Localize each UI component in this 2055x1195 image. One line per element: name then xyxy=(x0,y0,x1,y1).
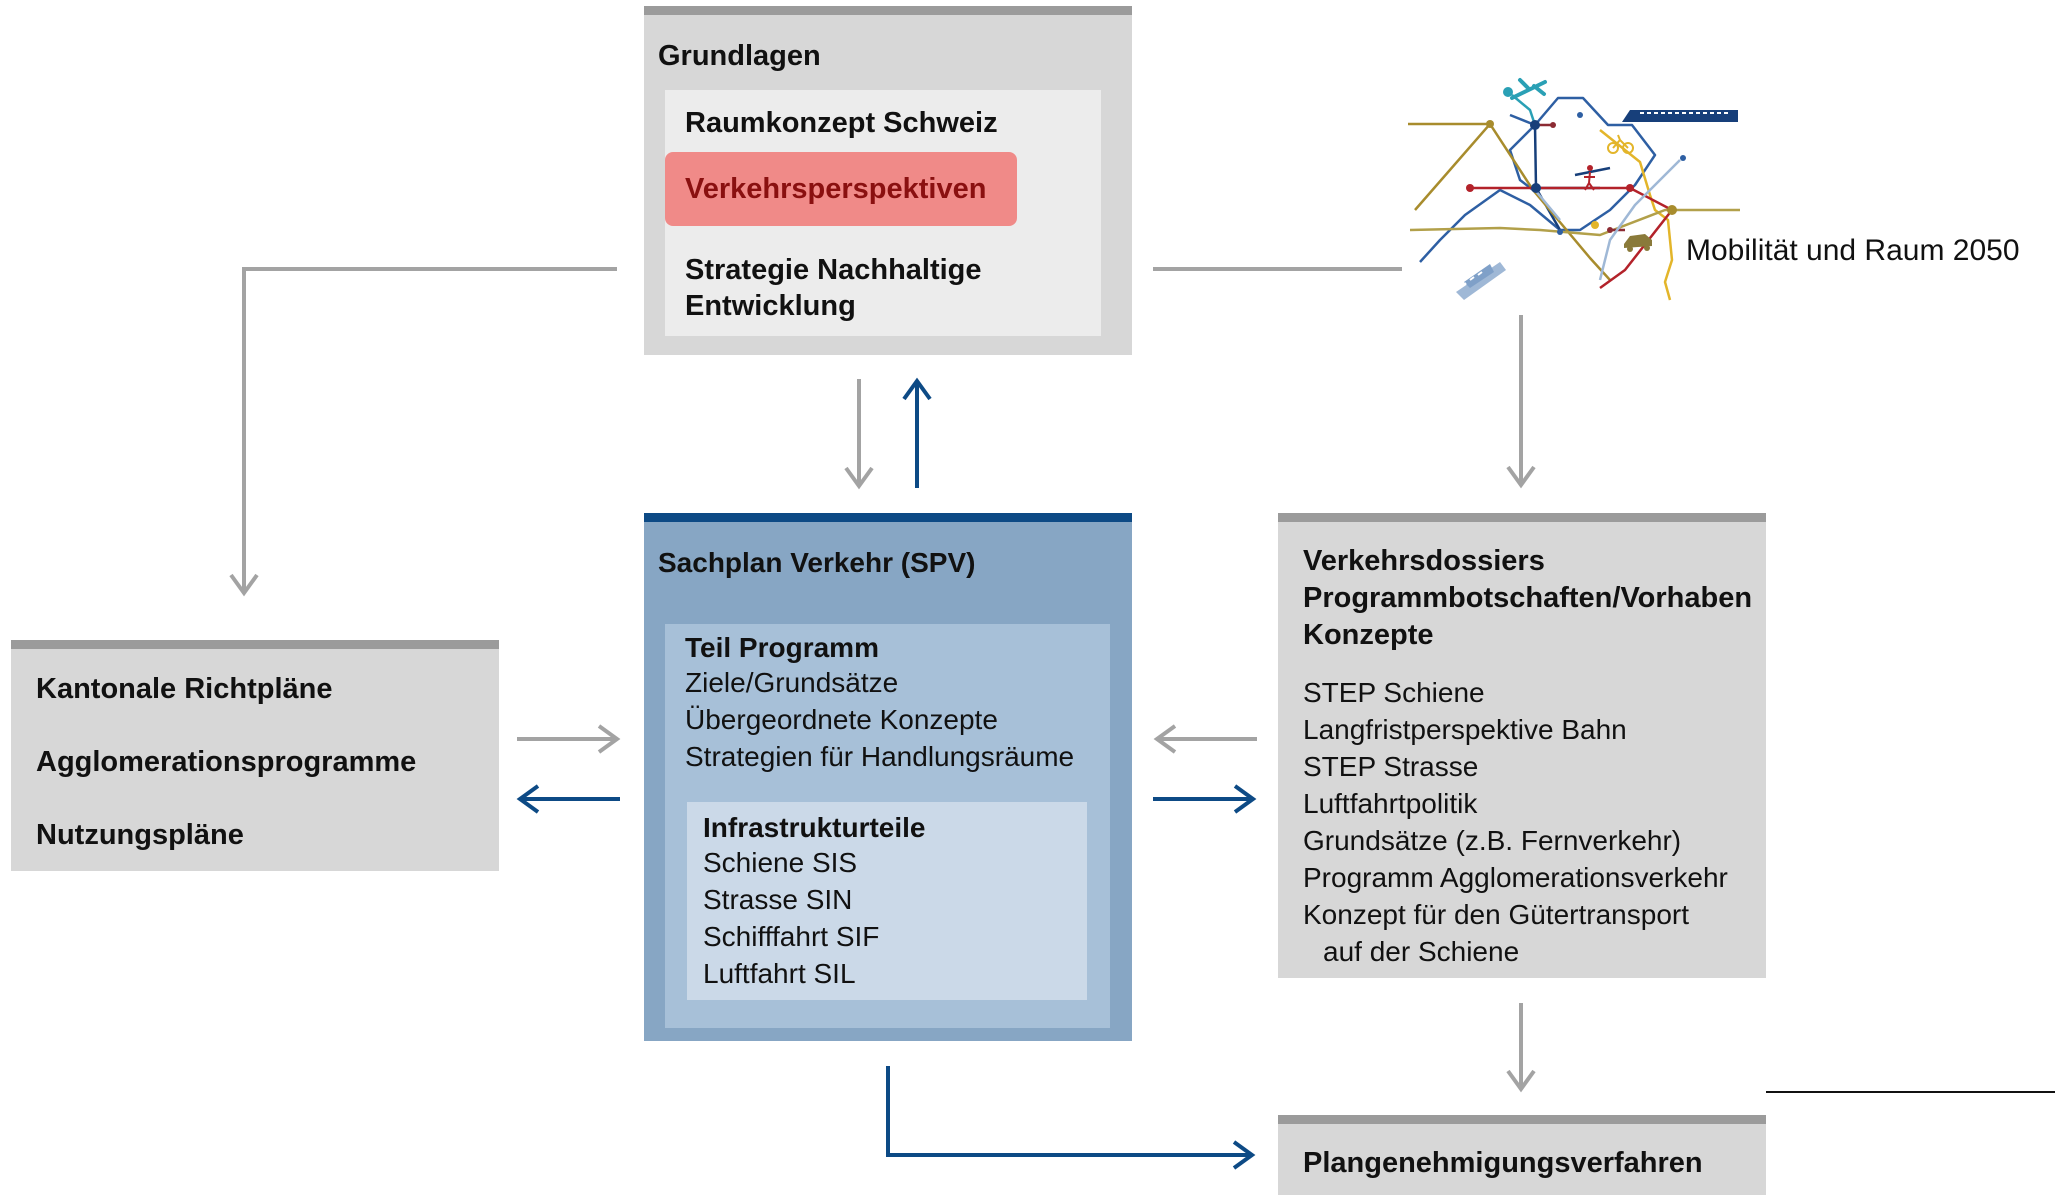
network-line-lightblue xyxy=(1534,159,1681,281)
arrowhead-grundlagen-up xyxy=(902,377,932,401)
mobility-caption: Mobilität und Raum 2050 xyxy=(1686,234,2020,267)
grundlagen-box: Grundlagen Raumkonzept Schweiz Verkehrsp… xyxy=(644,6,1132,355)
infrastrukturteile-list: Schiene SIS Strasse SIN Schifffahrt SIF … xyxy=(703,844,879,992)
dossiers-title: Verkehrsdossiers Programmbotschaften/Vor… xyxy=(1303,543,1752,654)
plangenehmigung-title: Plangenehmigungsverfahren xyxy=(1303,1147,1703,1179)
network-node xyxy=(1486,120,1494,128)
arrowhead-spv-left xyxy=(1153,724,1177,754)
network-node xyxy=(1531,183,1541,193)
dossiers-box: Verkehrsdossiers Programmbotschaften/Vor… xyxy=(1278,513,1766,978)
grundlagen-title: Grundlagen xyxy=(658,40,821,72)
dossiers-title-line: Verkehrsdossiers xyxy=(1303,545,1545,577)
grundlagen-item-raumkonzept: Raumkonzept Schweiz xyxy=(685,107,998,139)
network-line-blue xyxy=(1419,96,1657,263)
network-line-gold xyxy=(1599,129,1674,301)
dossiers-list: STEP Schiene Langfristperspektive Bahn S… xyxy=(1303,674,1728,970)
teil-programm-panel: Teil Programm Ziele/Grundsätze Übergeord… xyxy=(665,624,1110,1028)
dossiers-item: auf der Schiene xyxy=(1323,936,1520,967)
arrowhead-dossiers-right xyxy=(1233,784,1257,814)
kantonal-box: Kantonale Richtpläne Agglomerationsprogr… xyxy=(11,640,499,871)
arrowhead-spv-down xyxy=(844,466,874,490)
dossiers-item: STEP Schiene xyxy=(1303,677,1485,708)
plane-icon xyxy=(1510,78,1547,100)
grundlagen-item-strategie: Strategie Nachhaltige xyxy=(685,254,982,286)
infrastrukturteile-item: Luftfahrt SIL xyxy=(703,958,856,989)
arrowhead-dossiers xyxy=(1506,465,1536,489)
arrowhead-kantonal-left xyxy=(516,784,540,814)
plangenehmigung-box: Plangenehmigungsverfahren xyxy=(1278,1115,1766,1195)
sachplan-box: Sachplan Verkehr (SPV) Teil Programm Zie… xyxy=(644,513,1132,1041)
network-node xyxy=(1626,184,1634,192)
network-node xyxy=(1503,87,1513,97)
teil-programm-item: Strategien für Handlungsräume xyxy=(685,741,1075,772)
dossiers-item: STEP Strasse xyxy=(1303,751,1479,782)
infrastrukturteile-item: Schiene SIS xyxy=(703,847,858,878)
network-node xyxy=(1557,229,1563,235)
arrowhead-plangenehmigung-down xyxy=(1506,1069,1536,1093)
ship-icon xyxy=(1456,262,1506,300)
infrastrukturteile-item: Strasse SIN xyxy=(703,884,853,915)
network-line-olive xyxy=(1408,122,1611,281)
arrowhead-spv-right xyxy=(597,724,621,754)
network-line-khaki xyxy=(1409,208,1740,237)
pedestrian-icon xyxy=(1584,165,1595,191)
grundlagen-inner-panel: Raumkonzept Schweiz Verkehrsperspektiven… xyxy=(665,90,1101,336)
infrastrukturteile-item: Schifffahrt SIF xyxy=(703,921,880,952)
dossiers-title-line: Konzepte xyxy=(1303,619,1434,651)
network-node xyxy=(1466,184,1474,192)
network-node xyxy=(1667,205,1677,215)
verkehrsperspektiven-highlight: Verkehrsperspektiven xyxy=(665,152,1017,226)
car-icon xyxy=(1624,234,1652,252)
arrowhead-kantonal xyxy=(229,573,259,597)
kantonal-item-richtplaene: Kantonale Richtpläne xyxy=(36,673,333,705)
dossiers-item: Grundsätze (z.B. Fernverkehr) xyxy=(1303,825,1682,856)
sachplan-title: Sachplan Verkehr (SPV) xyxy=(658,547,976,578)
grundlagen-item-verkehrsperspektiven: Verkehrsperspektiven xyxy=(685,173,987,205)
dossiers-title-line: Programmbotschaften/Vorhaben xyxy=(1303,582,1753,614)
network-line-red xyxy=(1470,186,1674,290)
dossiers-item: Luftfahrtpolitik xyxy=(1303,788,1478,819)
dossiers-item: Konzept für den Gütertransport xyxy=(1303,899,1689,930)
bicycle-icon xyxy=(1607,134,1634,154)
network-node xyxy=(1577,112,1583,118)
teil-programm-list: Ziele/Grundsätze Übergeordnete Konzepte … xyxy=(685,664,1074,775)
grundlagen-item-entwicklung: Entwicklung xyxy=(685,290,856,322)
kantonal-item-agglomeration: Agglomerationsprogramme xyxy=(36,746,417,778)
network-line-teal xyxy=(1511,94,1537,126)
teil-programm-item: Ziele/Grundsätze xyxy=(685,667,899,698)
network-node xyxy=(1680,155,1686,161)
network-node xyxy=(1550,122,1556,128)
arrow-spv-to-plangenehmigung xyxy=(886,1066,1252,1157)
network-line-navy xyxy=(1533,124,1611,231)
teil-programm-item: Übergeordnete Konzepte xyxy=(685,704,998,735)
arrow-grundlagen-to-kantonal xyxy=(242,267,617,593)
network-node xyxy=(1607,227,1613,233)
dossiers-item: Langfristperspektive Bahn xyxy=(1303,714,1627,745)
kantonal-item-nutzungsplaene: Nutzungspläne xyxy=(36,819,244,851)
teil-programm-title: Teil Programm xyxy=(685,632,879,663)
infrastrukturteile-panel: Infrastrukturteile Schiene SIS Strasse S… xyxy=(687,802,1087,1000)
dossiers-item: Programm Agglomerationsverkehr xyxy=(1303,862,1728,893)
infrastrukturteile-title: Infrastrukturteile xyxy=(703,812,926,843)
network-node xyxy=(1591,221,1599,229)
arrowhead-plangenehmigung-right xyxy=(1232,1140,1256,1170)
train-icon xyxy=(1622,110,1738,122)
network-node xyxy=(1530,120,1540,130)
